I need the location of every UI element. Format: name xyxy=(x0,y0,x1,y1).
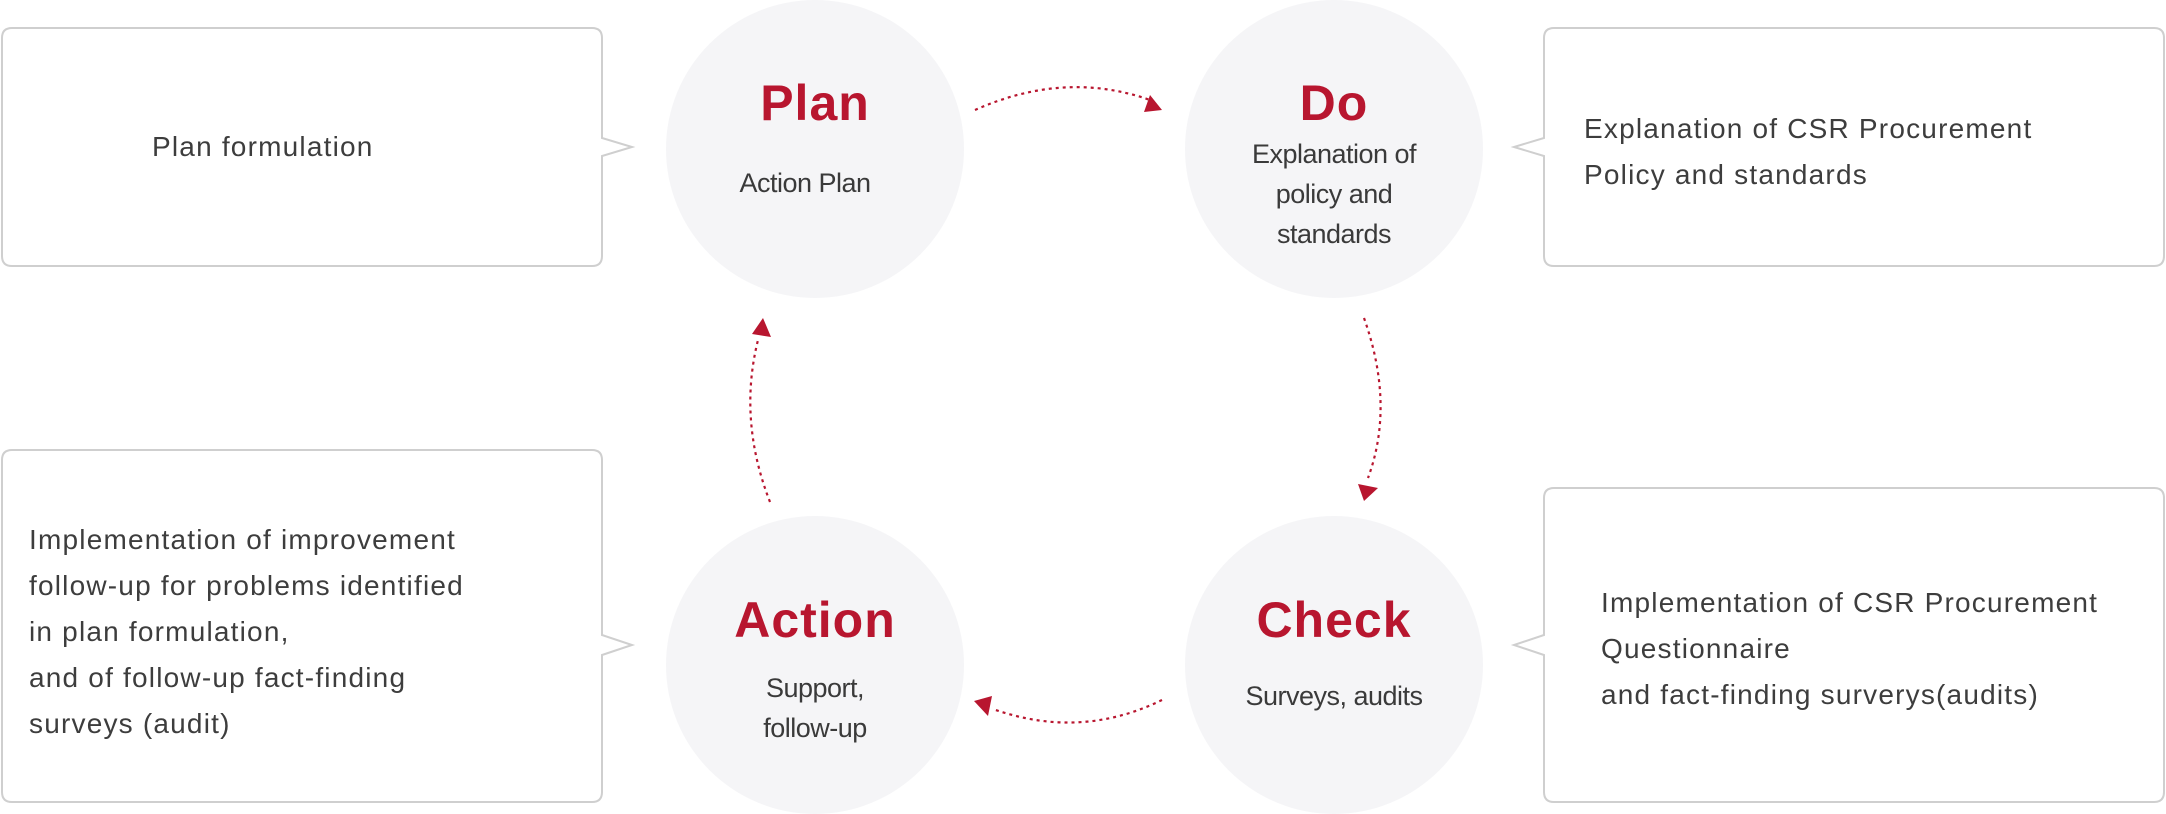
do-description-box xyxy=(1510,27,2165,267)
arrow-plan-to-do-head xyxy=(1144,95,1162,112)
action-description-box xyxy=(1,449,636,803)
arrow-check-to-action-head xyxy=(974,696,992,716)
arrow-check-to-action xyxy=(992,699,1163,724)
plan-description-text: Plan formulation xyxy=(152,131,374,162)
action-circle xyxy=(666,516,964,814)
action-title: Action xyxy=(734,592,896,648)
check-circle xyxy=(1185,516,1483,814)
check-description-box xyxy=(1510,487,2165,803)
do-subtitle: Explanation of policy and standards xyxy=(1251,139,1417,249)
do-title: Do xyxy=(1299,75,1369,131)
plan-description-box xyxy=(1,27,636,267)
arrow-plan-to-do xyxy=(974,86,1151,112)
plan-title: Plan xyxy=(760,75,870,131)
do-description-text: Explanation of CSR Procurement Policy an… xyxy=(1584,113,2033,190)
check-title: Check xyxy=(1256,592,1412,648)
arrow-do-to-check xyxy=(1362,317,1382,479)
action-description-text: Implementation of improvement follow-up … xyxy=(29,524,464,739)
arrow-do-to-check-head xyxy=(1358,484,1378,501)
action-subtitle: Support, follow-up xyxy=(763,673,867,743)
check-subtitle: Surveys, audits xyxy=(1245,681,1423,711)
arrow-action-to-plan-head xyxy=(752,318,771,337)
check-description-text: Implementation of CSR Procurement Questi… xyxy=(1601,587,2099,710)
do-circle xyxy=(1185,0,1483,298)
arrow-action-to-plan xyxy=(749,339,772,503)
plan-circle xyxy=(666,0,964,298)
plan-subtitle: Action Plan xyxy=(739,168,871,198)
